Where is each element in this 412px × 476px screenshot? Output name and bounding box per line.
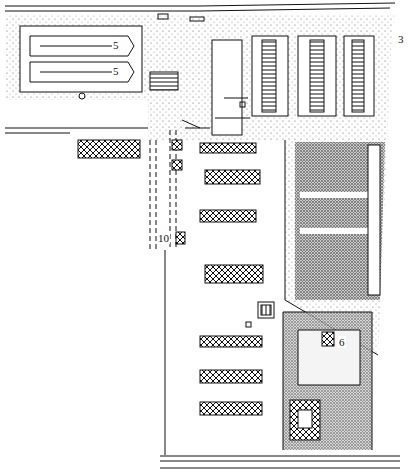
callout-number: 5 — [112, 65, 120, 77]
callout-number: 10 — [157, 232, 170, 244]
callout-number: 3 — [397, 33, 405, 45]
callout-number: 6 — [338, 336, 346, 348]
callout-number: 5 — [112, 39, 120, 51]
